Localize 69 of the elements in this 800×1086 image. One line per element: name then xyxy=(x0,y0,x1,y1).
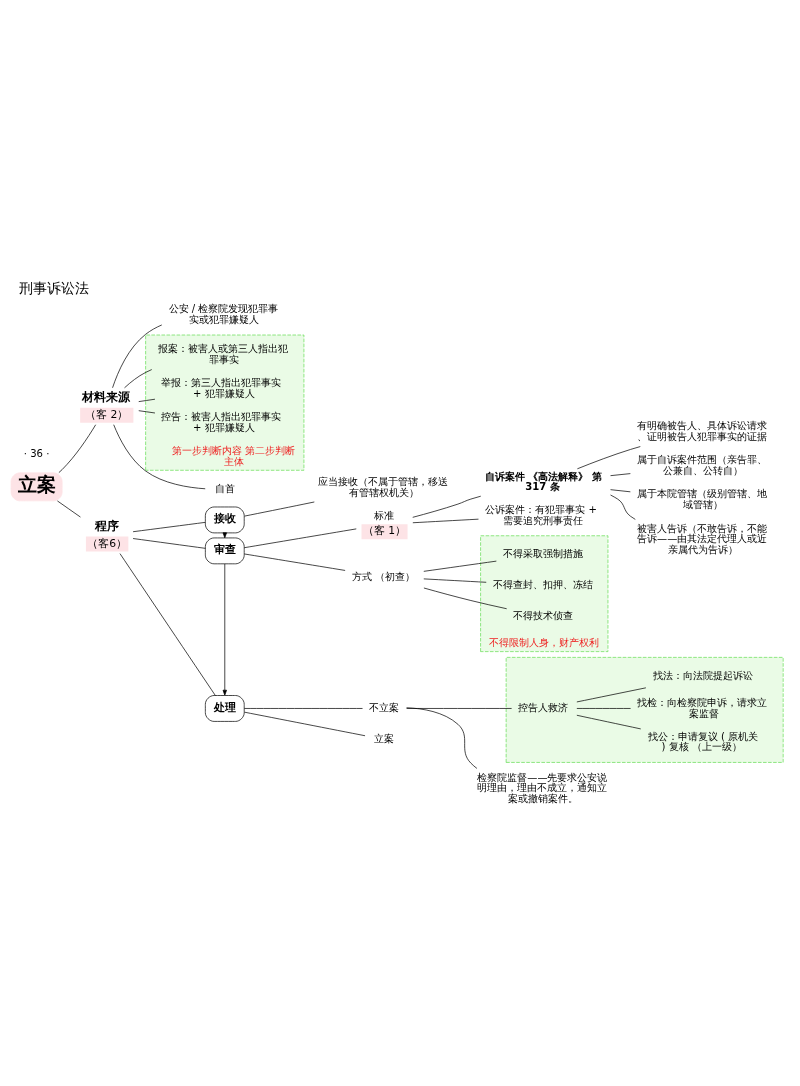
connector xyxy=(138,398,156,402)
node-text: 不得技术侦查 xyxy=(513,609,574,621)
node-text: 检察院监督——先要求公安说明理由，理由不成立，通知立案或撤销案件。 xyxy=(477,771,608,804)
node-box: 处理 xyxy=(205,694,245,722)
arrow xyxy=(222,563,227,696)
connector xyxy=(577,445,641,469)
connector xyxy=(113,423,206,489)
label: · 36 · xyxy=(23,447,50,459)
connector xyxy=(112,324,163,388)
connector xyxy=(406,706,478,769)
connector xyxy=(610,488,631,492)
node-box: （客6） xyxy=(85,536,129,552)
connector xyxy=(406,707,512,709)
node-text: 找法：向法院提起诉讼 xyxy=(652,669,753,681)
cluster xyxy=(505,656,784,763)
node-box: （客 2） xyxy=(80,407,134,423)
node-label: 程序 xyxy=(94,518,119,533)
connector xyxy=(610,494,636,520)
connector xyxy=(58,423,97,473)
node-text: 找检：向检察院申诉，请求立案监督 xyxy=(637,696,768,719)
node-text: 找公：申请复议 ( 原机关 ) 复核 （上一级） xyxy=(647,730,759,752)
node-text: 公诉案件：有犯罪事实 + 需要追究刑事责任 xyxy=(485,503,597,526)
connector xyxy=(243,528,357,548)
connector xyxy=(576,707,631,709)
connector xyxy=(423,578,487,583)
node-text: 被害人告诉（不敢告诉，不能告诉——由其法定代理人或近亲属代为告诉） xyxy=(637,522,768,555)
connector xyxy=(243,711,366,736)
node-text: 报案：被害人或第三人指出犯罪事实 xyxy=(157,342,288,365)
connector xyxy=(132,521,206,532)
node-text: 不得采取强制措施 xyxy=(503,548,584,559)
node-text: 不得查封、扣押、冻结 xyxy=(493,578,594,590)
node-box: （客 1） xyxy=(361,523,408,539)
connector xyxy=(124,368,153,388)
node-label: 材料来源 xyxy=(81,389,130,404)
node-text: 不立案 xyxy=(369,701,400,713)
node-text: 立案 xyxy=(374,732,395,744)
diagram-title: 刑事诉讼法 xyxy=(18,279,89,296)
cluster xyxy=(480,534,609,652)
connector xyxy=(576,714,642,729)
node-box: 审查 xyxy=(205,537,245,564)
node-text: 公安 / 检察院发现犯罪事实或犯罪嫌疑人 xyxy=(168,302,279,325)
connector xyxy=(576,686,647,702)
node-text: 属于自诉案件范围（亲告罪、公兼自、公转自） xyxy=(637,453,768,476)
node-label: 第一步判断内容 第二步判断主体 xyxy=(171,444,295,467)
connector xyxy=(138,409,156,413)
node-text: 控告人救济 xyxy=(518,701,569,713)
node-text: 方式 （初查） xyxy=(352,570,416,582)
node-text: 属于本院管辖（级别管辖、地域管辖） xyxy=(637,487,768,510)
connector xyxy=(412,518,479,523)
node-text: 举报：第三人指出犯罪事实 + 犯罪嫌疑人 xyxy=(161,376,282,399)
cluster xyxy=(145,334,305,471)
node-label: 不得限制人身，财产权利 xyxy=(489,636,600,648)
connector xyxy=(132,537,206,549)
node-text: 有明确被告人、具体诉讼请求、证明被告人犯罪事实的证据 xyxy=(637,419,768,442)
node-box: 立案 xyxy=(10,471,63,501)
connector xyxy=(412,495,482,518)
connector xyxy=(243,553,346,571)
node-label: 标准 xyxy=(374,509,395,521)
connector xyxy=(119,552,216,696)
connector xyxy=(423,560,497,572)
connector xyxy=(423,587,508,609)
node-text: 控告：被害人指出犯罪事实 + 犯罪嫌疑人 xyxy=(161,410,282,433)
node-text: 自诉案件 《高法解释》 第 317 条 xyxy=(484,470,602,492)
node-text: 自首 xyxy=(214,482,235,494)
connector xyxy=(57,500,81,517)
node-text: 应当接收（不属于管辖，移送有管辖权机关） xyxy=(317,475,448,498)
connector xyxy=(610,472,631,476)
connector xyxy=(244,501,315,516)
connector xyxy=(243,707,363,709)
